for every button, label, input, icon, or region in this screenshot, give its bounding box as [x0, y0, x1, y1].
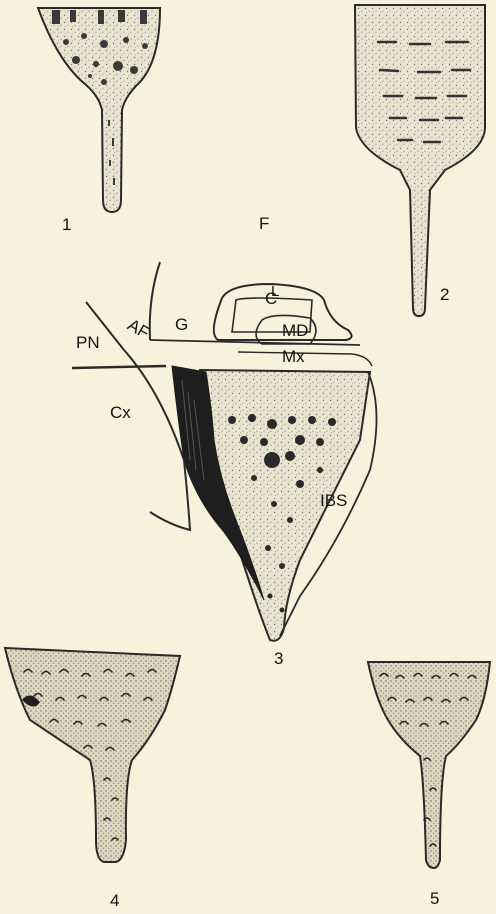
- fig5-number: 5: [430, 889, 439, 908]
- fig3-label-md: MD: [282, 321, 308, 340]
- fig3-number: 3: [274, 649, 283, 668]
- fig3-label-af: AF: [124, 315, 152, 342]
- fig2-number: 2: [440, 285, 449, 304]
- fig5-outline: [368, 662, 490, 868]
- fig3-label-pn: PN: [76, 333, 100, 352]
- figure-1: 1: [38, 8, 160, 234]
- figure-4: 4: [5, 648, 180, 910]
- fig2-outline: [355, 5, 485, 316]
- fig3-postnotum-base: [72, 366, 166, 368]
- fig1-outline: [38, 8, 160, 212]
- fig3-label-cx: Cx: [110, 403, 131, 422]
- fig1-number: 1: [62, 215, 71, 234]
- fig3-label-g: G: [175, 315, 188, 334]
- fig3-label-mx: Mx: [282, 347, 305, 366]
- figure-2: 2: [355, 5, 485, 316]
- fig4-number: 4: [110, 891, 119, 910]
- fig3-label-f: F: [259, 214, 269, 233]
- fig3-maxilla-line: [238, 352, 372, 366]
- fig4-outline: [5, 648, 180, 862]
- figure-5: 5: [368, 662, 490, 908]
- fig3-label-l: L: [271, 283, 279, 300]
- fig3-label-ibs: IBS: [320, 491, 347, 510]
- figure-3: F C L G MD Mx PN AF Cx IBS 3: [72, 214, 377, 668]
